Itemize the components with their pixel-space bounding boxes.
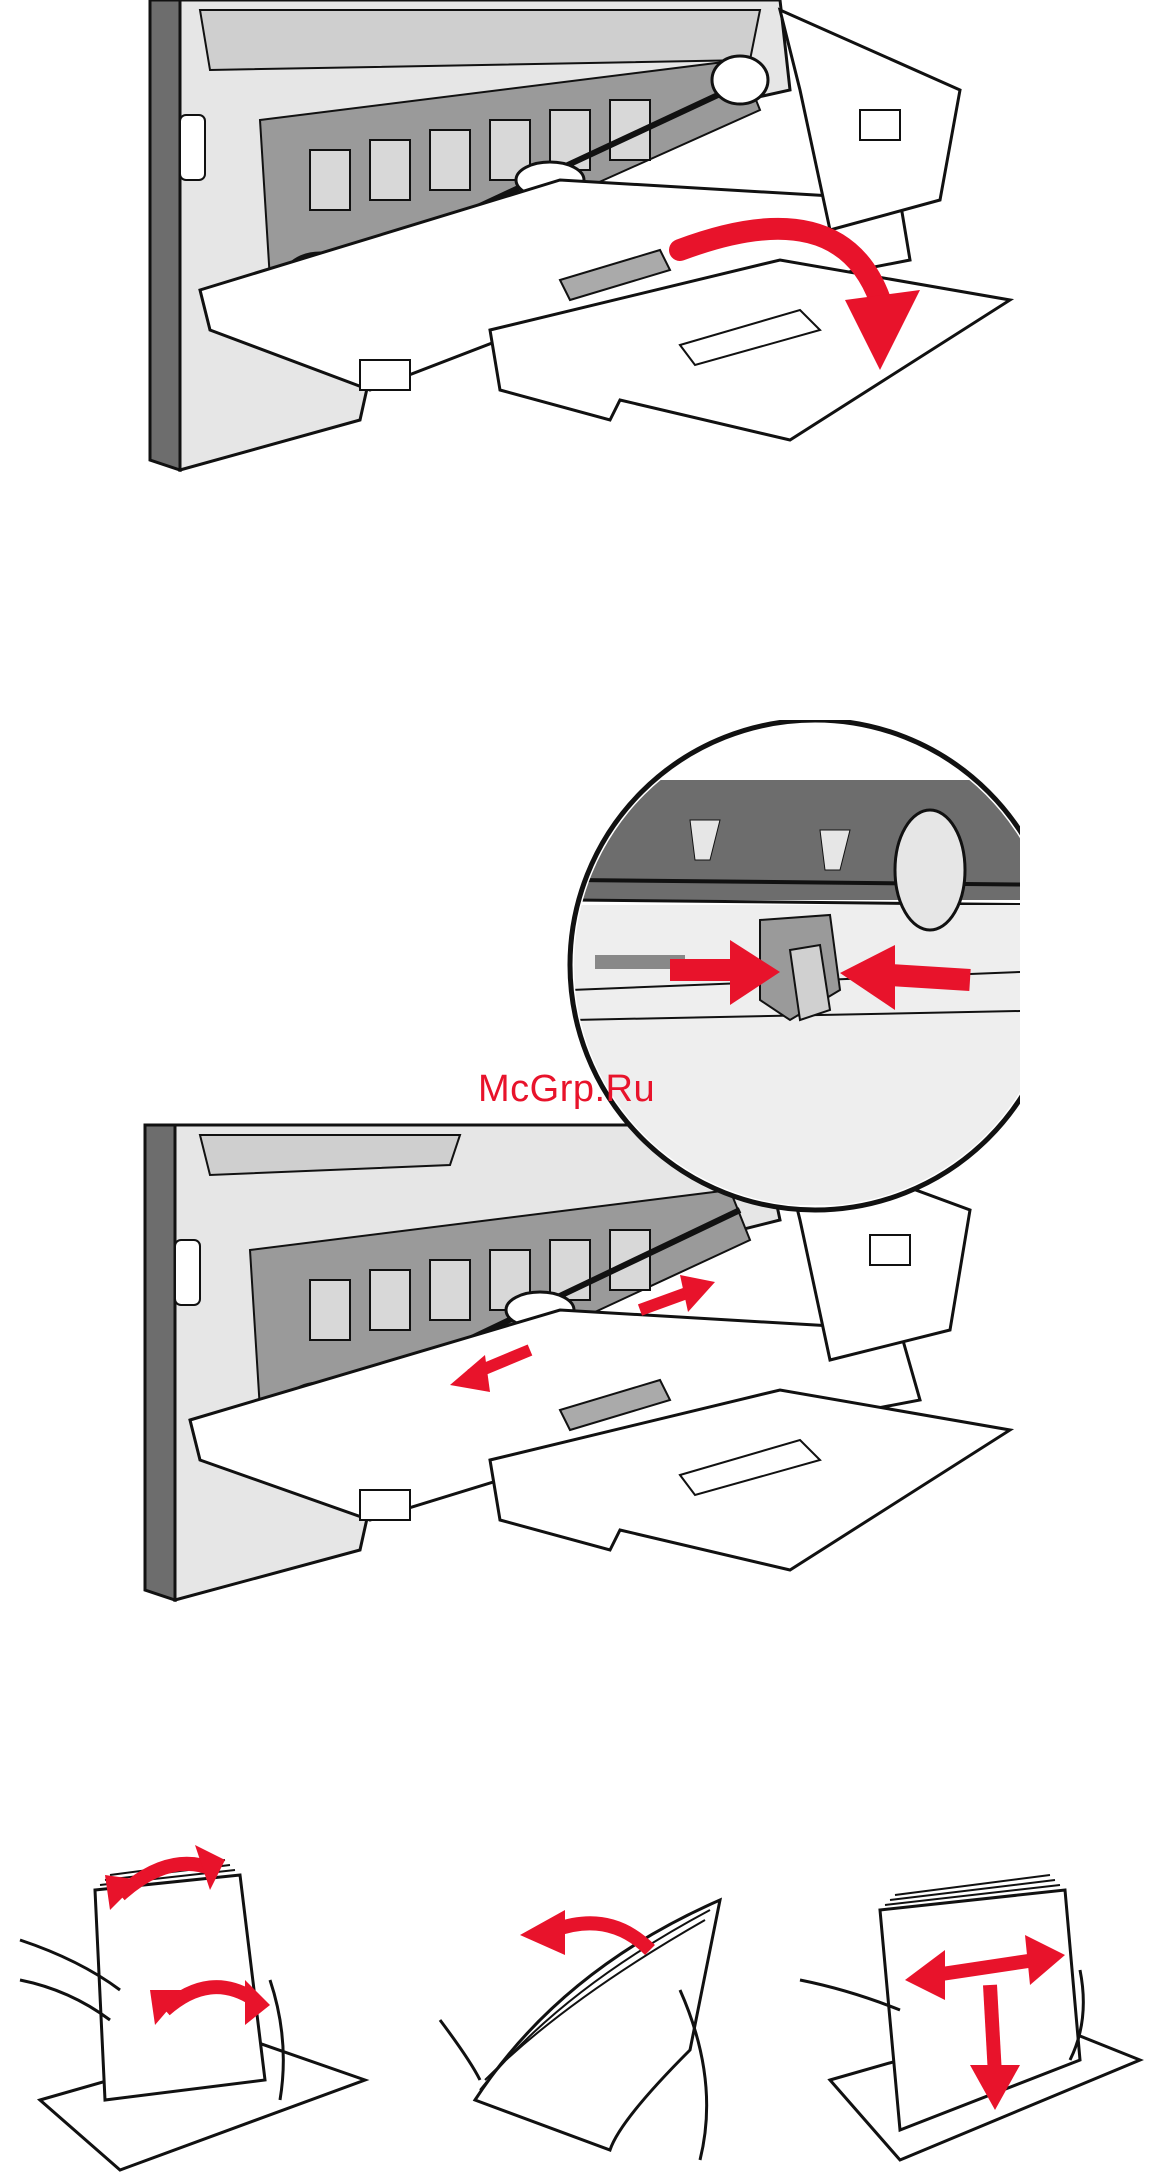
figure-flex-paper (0, 1820, 1154, 2183)
flex-stack-figure (20, 1845, 365, 2170)
watermark-text: McGrp.Ru (478, 1068, 655, 1111)
figure-adjust-guides (140, 720, 1020, 1610)
printer-tray-illustration-2 (140, 720, 1020, 1610)
fan-paper-figure (440, 1900, 720, 2160)
straighten-paper-figure (800, 1875, 1140, 2160)
printer-tray-illustration-1 (140, 0, 1020, 480)
figure-extend-tray (140, 0, 1020, 480)
paper-handling-illustrations (0, 1820, 1154, 2183)
